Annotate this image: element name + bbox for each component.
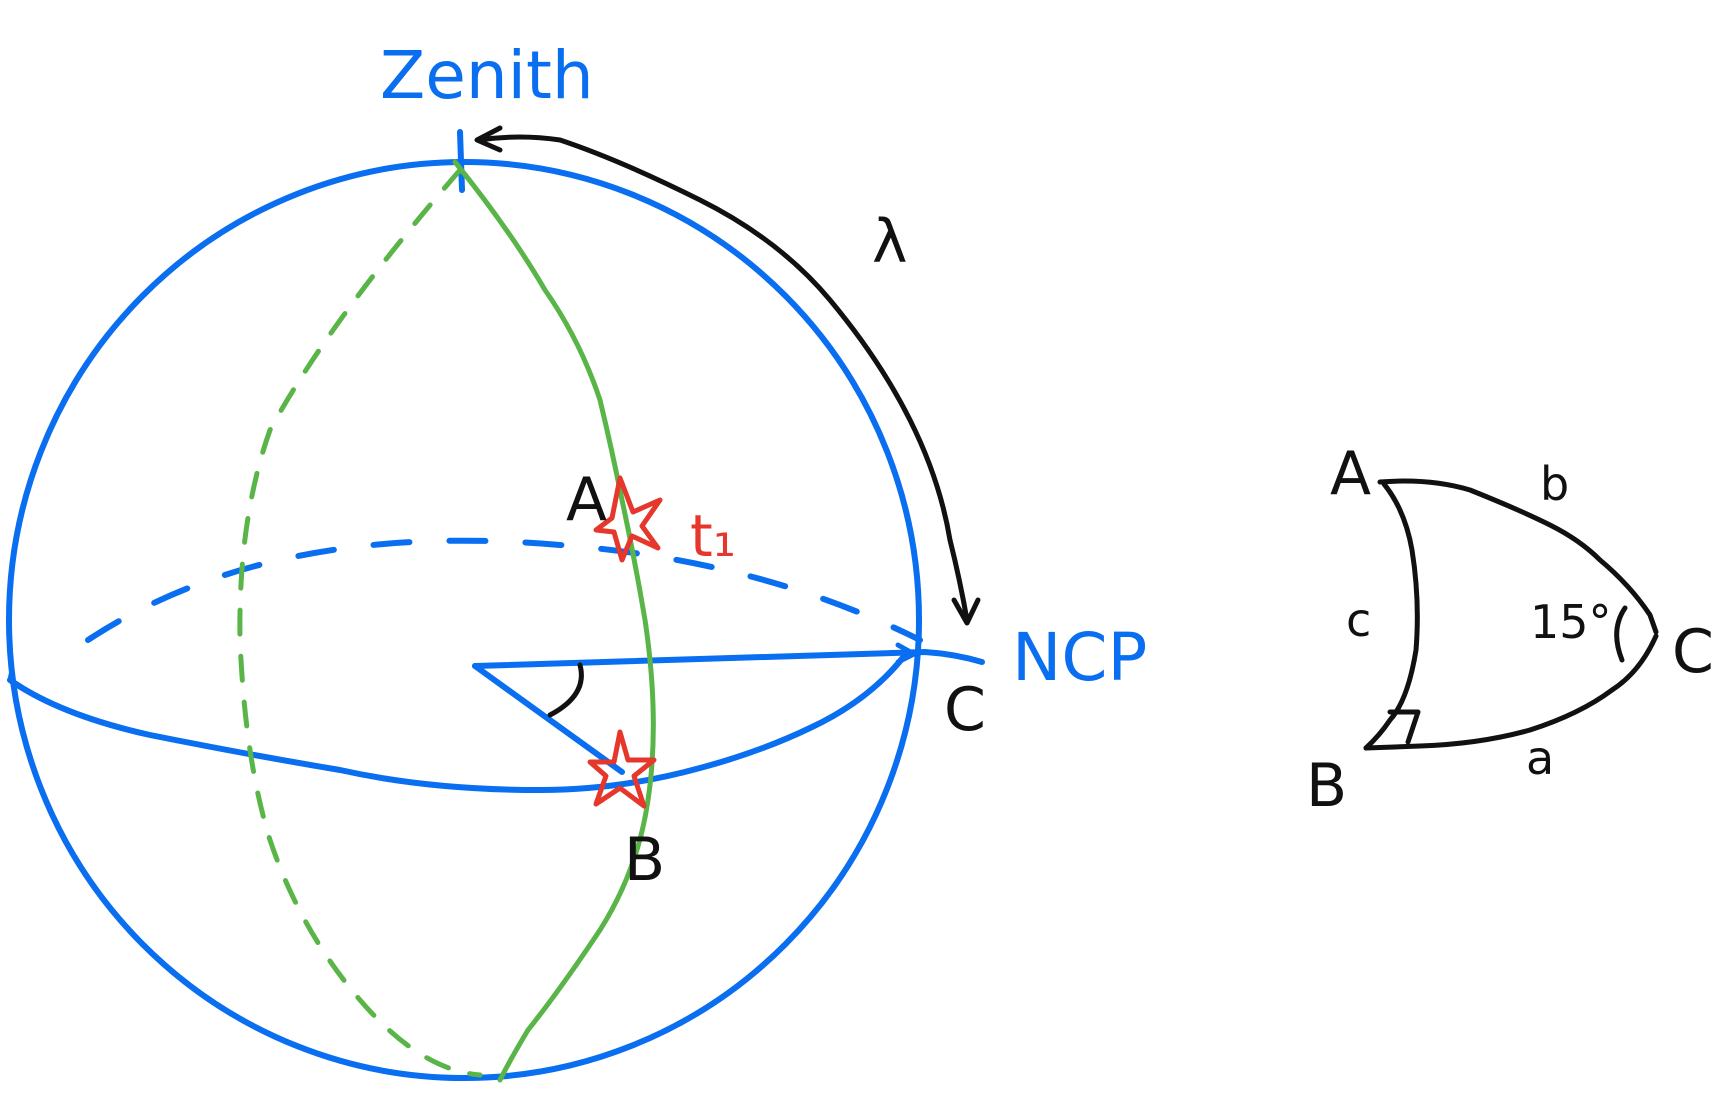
meridian-back-dashed [237,167,483,1078]
meridian-front [452,159,656,1083]
triangle-side-b [1377,478,1659,635]
star-a-icon [593,475,663,563]
right-angle-marker [1387,709,1421,745]
angle-c-arc [1614,605,1628,663]
triangle-side-a [1363,633,1659,751]
horizon-back-dashed [85,537,923,643]
ncp-label: NCP [1012,619,1147,696]
horizon-left-arrowhead [7,667,23,689]
triangle-side-a-label: a [1526,731,1554,785]
lambda-label: λ [872,207,908,277]
horizon-front [7,652,908,794]
zenith-tick [457,129,465,193]
triangle-side-b-label: b [1540,457,1569,511]
spherical-triangle: A b c 15° C B a [1306,439,1714,821]
point-c-label: C [944,675,986,745]
center-to-star-b-line [472,663,625,775]
lambda-arc [475,134,970,623]
axis-arrowhead [895,642,920,665]
point-a-label: A [566,465,607,535]
triangle-side-c [1363,481,1420,751]
celestial-sphere-outline [6,159,922,1081]
point-b-label: B [624,825,665,895]
polar-axis-line [472,648,985,669]
zenith-label: Zenith [380,37,594,114]
time-t1-label: t₁ [690,502,736,570]
lambda-arrowhead-top [474,125,503,153]
triangle-vertex-b-label: B [1306,751,1347,821]
triangle-vertex-a-label: A [1330,439,1371,509]
triangle-side-c-label: c [1346,593,1371,647]
star-b-icon [587,729,657,809]
lambda-arrowhead-bottom [951,597,981,626]
triangle-vertex-c-label: C [1672,617,1714,687]
triangle-angle-c-label: 15° [1530,595,1612,649]
center-angle-arc [547,662,584,718]
